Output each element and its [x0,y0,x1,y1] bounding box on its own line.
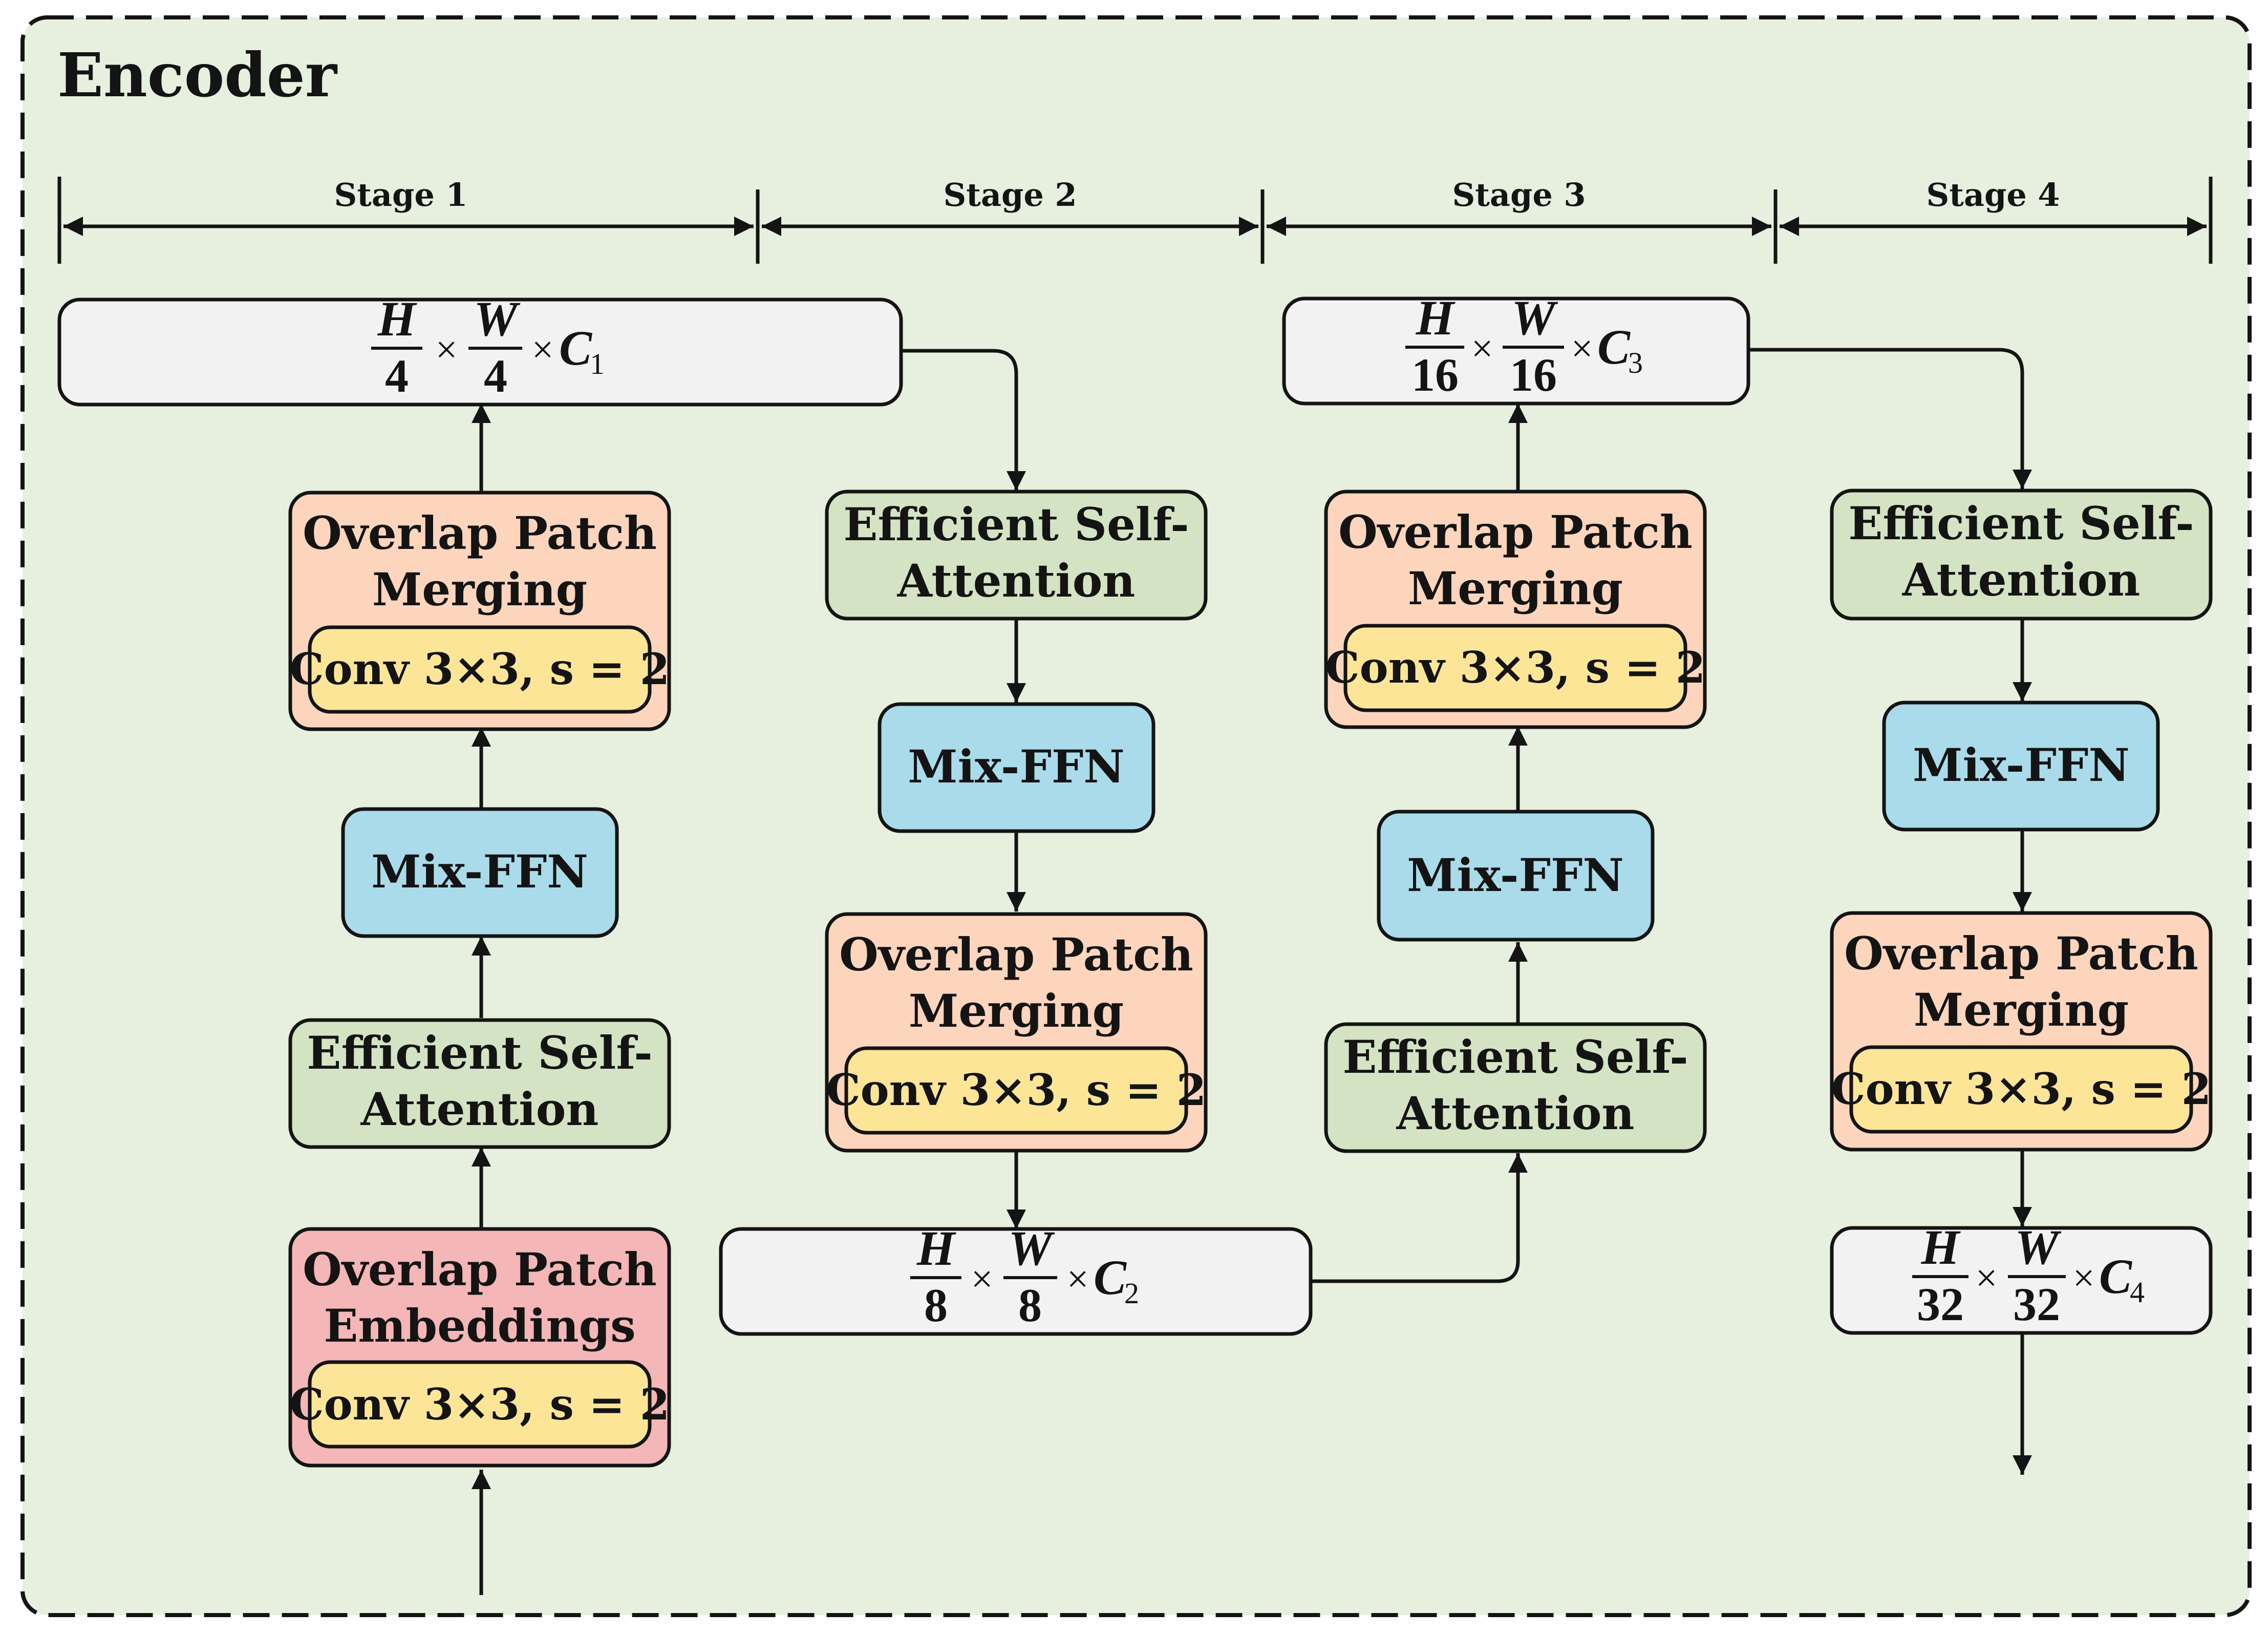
block-label: Merging [1914,983,2129,1036]
overlap-patch-merging-block: Overlap Patch Merging Conv 3×3, s = 2 [825,912,1208,1153]
mix-ffn-block: Mix-FFN [878,702,1156,833]
efficient-self-attention-block: Efficient Self- Attention [1830,489,2213,621]
block-label: Overlap Patch [1338,505,1693,559]
times-symbol: × [971,1258,993,1301]
stage-ruler [57,177,2213,264]
block-label: Embeddings [324,1299,635,1352]
times-symbol: × [532,328,554,371]
encoder-title: Encoder [57,39,338,111]
block-label: Mix-FFN [371,845,588,898]
output-channel: C [1597,320,1631,374]
conv-label: Conv 3×3, s = 2 [290,644,670,694]
block-label: Merging [909,984,1124,1037]
conv-label: Conv 3×3, s = 2 [1325,642,1705,693]
block-label: Attention [1396,1087,1635,1140]
output-numerator-w: W [1511,290,1558,345]
stage-1-label: Stage 1 [334,176,467,214]
block-label: Efficient Self- [307,1026,652,1079]
output-numerator-w: W [1008,1221,1055,1276]
block-label: Mix-FFN [1407,849,1624,902]
block-label: Efficient Self- [1848,497,2194,550]
stage-1-output: H 4 × W 4 × C 1 [57,291,903,407]
output-channel-sub: 1 [590,347,605,380]
overlap-patch-merging-block: Overlap Patch Merging Conv 3×3, s = 2 [288,491,671,731]
overlap-patch-merging-block: Overlap Patch Merging Conv 3×3, s = 2 [1830,911,2213,1152]
stage-3-output: H 16 × W 16 × C 3 [1282,290,1750,406]
output-numerator-h: H [1416,290,1456,345]
output-denominator: 4 [385,350,409,402]
mix-ffn-block: Mix-FFN [1377,810,1655,942]
mix-ffn-block: Mix-FFN [341,807,619,938]
output-numerator-h: H [1921,1220,1961,1275]
output-channel-sub: 4 [2130,1276,2145,1309]
flow-arrows [472,348,2032,1595]
efficient-self-attention-block: Efficient Self- Attention [288,1018,671,1149]
output-denominator: 16 [1510,349,1557,401]
times-symbol: × [1976,1257,1998,1300]
overlap-patch-merging-block: Overlap Patch Merging Conv 3×3, s = 2 [1324,490,1707,729]
output-denominator: 32 [2013,1278,2060,1330]
conv-label: Conv 3×3, s = 2 [826,1065,1206,1115]
block-label: Overlap Patch [839,928,1193,981]
block-label: Attention [1902,553,2141,606]
output-channel: C [559,321,592,375]
output-channel: C [2099,1249,2132,1304]
block-label: Merging [1408,562,1623,615]
times-symbol: × [1067,1258,1089,1301]
mix-ffn-block: Mix-FFN [1882,701,2160,832]
output-denominator: 8 [1018,1279,1042,1331]
stage-4-output: H 32 × W 32 × C 4 [1830,1220,2213,1335]
output-numerator-h: H [377,291,418,346]
output-denominator: 4 [484,350,507,402]
stage-4-label: Stage 4 [1926,176,2060,214]
stage-2-label: Stage 2 [943,176,1077,214]
output-numerator-w: W [474,291,520,346]
output-denominator: 16 [1411,349,1459,401]
conv-label: Conv 3×3, s = 2 [290,1379,670,1430]
block-label: Overlap Patch [303,506,657,560]
output-denominator: 8 [924,1279,948,1331]
stage-2-output: H 8 × W 8 × C 2 [719,1221,1313,1336]
output-denominator: 32 [1917,1278,1964,1330]
output-channel-sub: 2 [1124,1277,1139,1310]
block-label: Mix-FFN [1913,738,2130,792]
block-label: Attention [897,554,1136,607]
block-label: Overlap Patch [303,1243,657,1296]
output-numerator-h: H [916,1221,957,1276]
block-label: Merging [372,563,587,616]
output-channel: C [1094,1250,1127,1305]
block-label: Overlap Patch [1844,927,2198,980]
times-symbol: × [1571,327,1593,370]
times-symbol: × [436,328,458,371]
efficient-self-attention-block: Efficient Self- Attention [1324,1022,1707,1153]
block-label: Efficient Self- [1342,1030,1688,1084]
output-numerator-w: W [2015,1220,2061,1275]
overlap-patch-embeddings-block: Overlap Patch Embeddings Conv 3×3, s = 2 [288,1227,671,1468]
block-label: Mix-FFN [908,740,1125,793]
conv-label: Conv 3×3, s = 2 [1831,1064,2211,1114]
block-label: Attention [360,1083,599,1136]
stage-3-label: Stage 3 [1452,176,1586,214]
block-label: Efficient Self- [843,498,1189,551]
output-channel-sub: 3 [1628,346,1643,379]
efficient-self-attention-block: Efficient Self- Attention [825,490,1208,621]
times-symbol: × [2073,1257,2095,1300]
times-symbol: × [1471,327,1493,370]
